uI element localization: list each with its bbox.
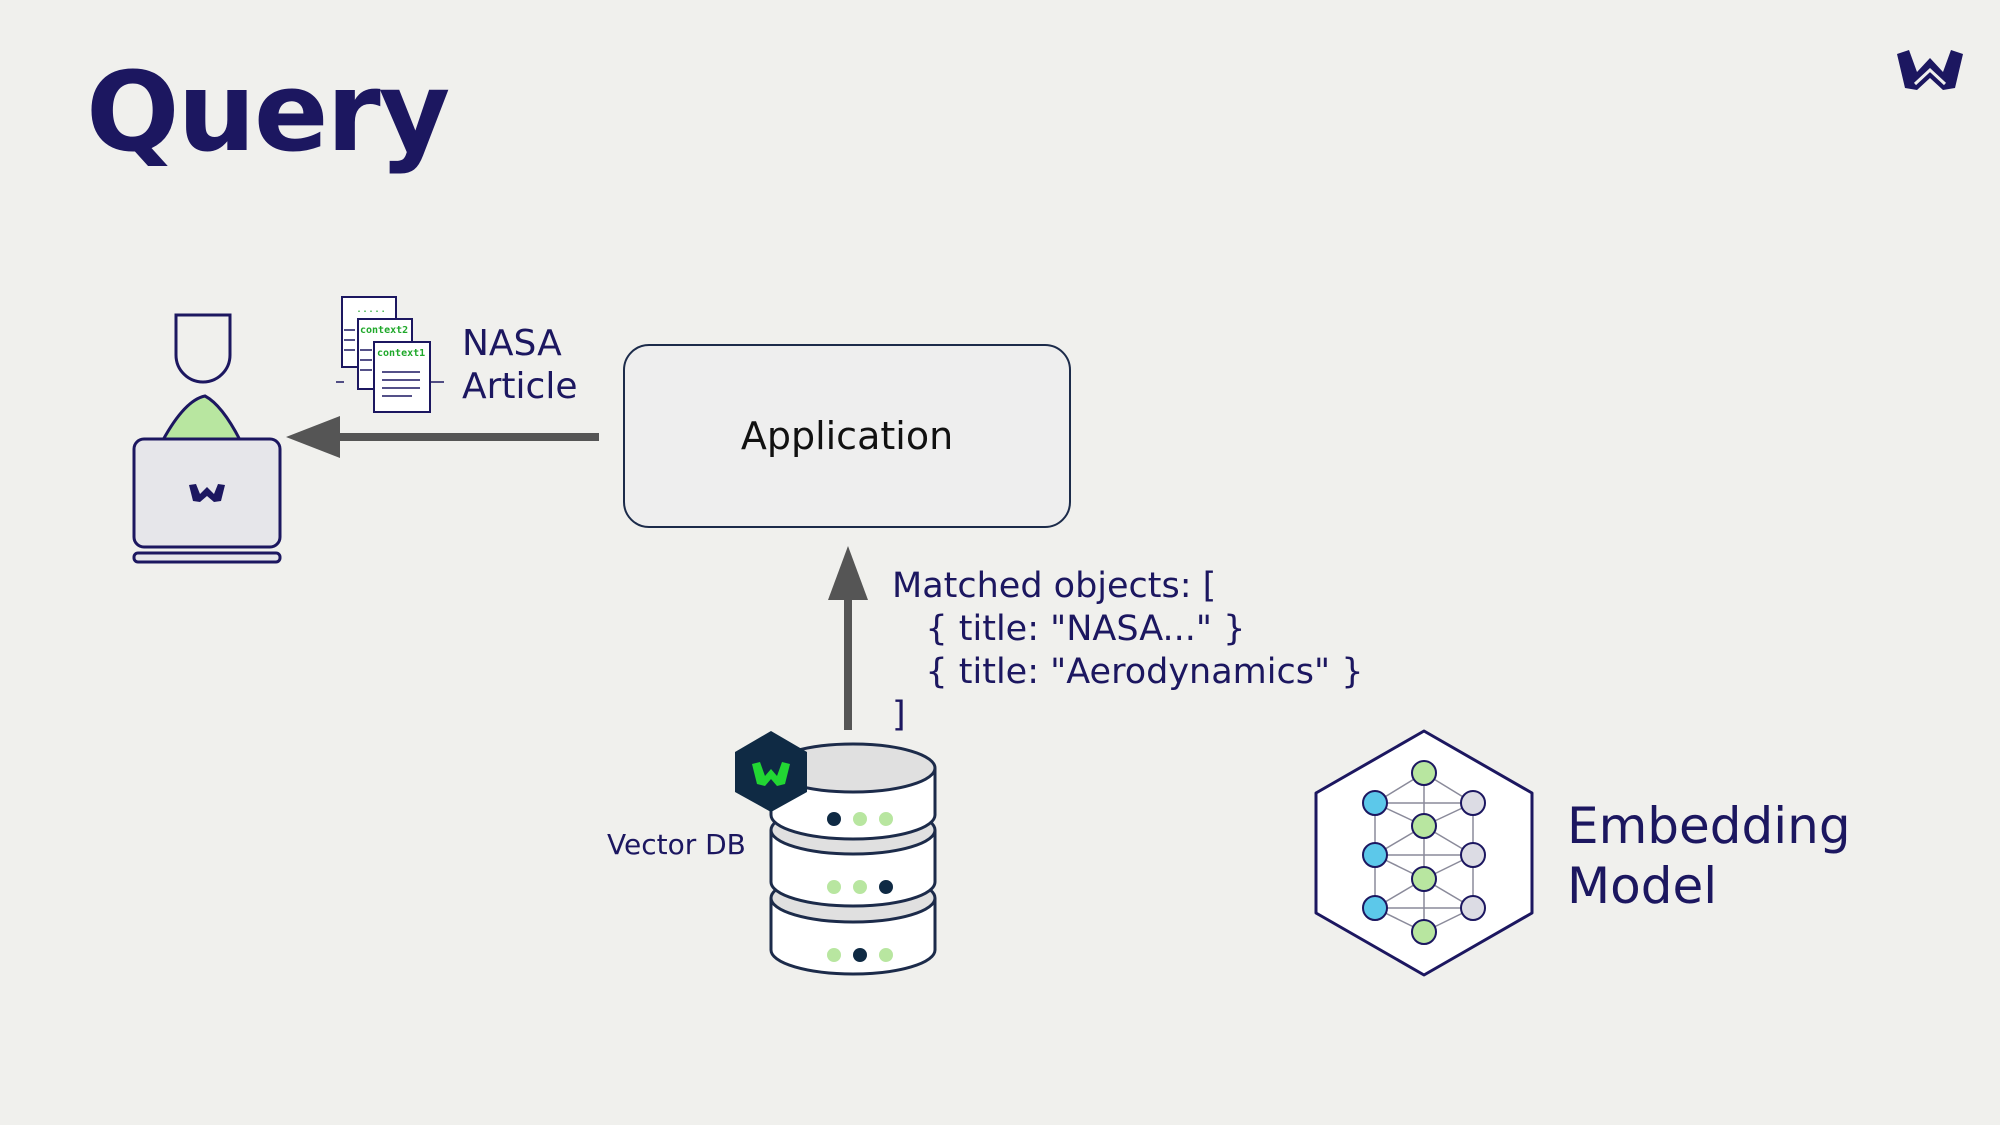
application-box: Application	[623, 344, 1071, 528]
database-icon	[769, 742, 937, 976]
arrow-to-user	[286, 416, 599, 458]
neural-network-icon	[1314, 729, 1534, 977]
application-label: Application	[740, 414, 954, 458]
embedding-model-label: Embedding Model	[1567, 797, 1851, 915]
doc-label-context2: context2	[360, 325, 408, 336]
documents-icon: ..... context2 context1	[336, 296, 444, 413]
vector-db-badge-icon	[735, 731, 807, 812]
matched-objects-text: Matched objects: [ { title: "NASA..." } …	[892, 566, 1364, 735]
doc-label-context1: context1	[377, 348, 425, 359]
svg-text:.....: .....	[356, 304, 386, 315]
vector-db-label: Vector DB	[607, 828, 746, 861]
slide-title: Query	[86, 48, 450, 176]
user-at-laptop-icon	[132, 313, 282, 564]
arrow-to-application	[828, 546, 868, 730]
nasa-article-label: NASA Article	[462, 323, 578, 407]
brand-logo-icon	[1897, 50, 1963, 90]
